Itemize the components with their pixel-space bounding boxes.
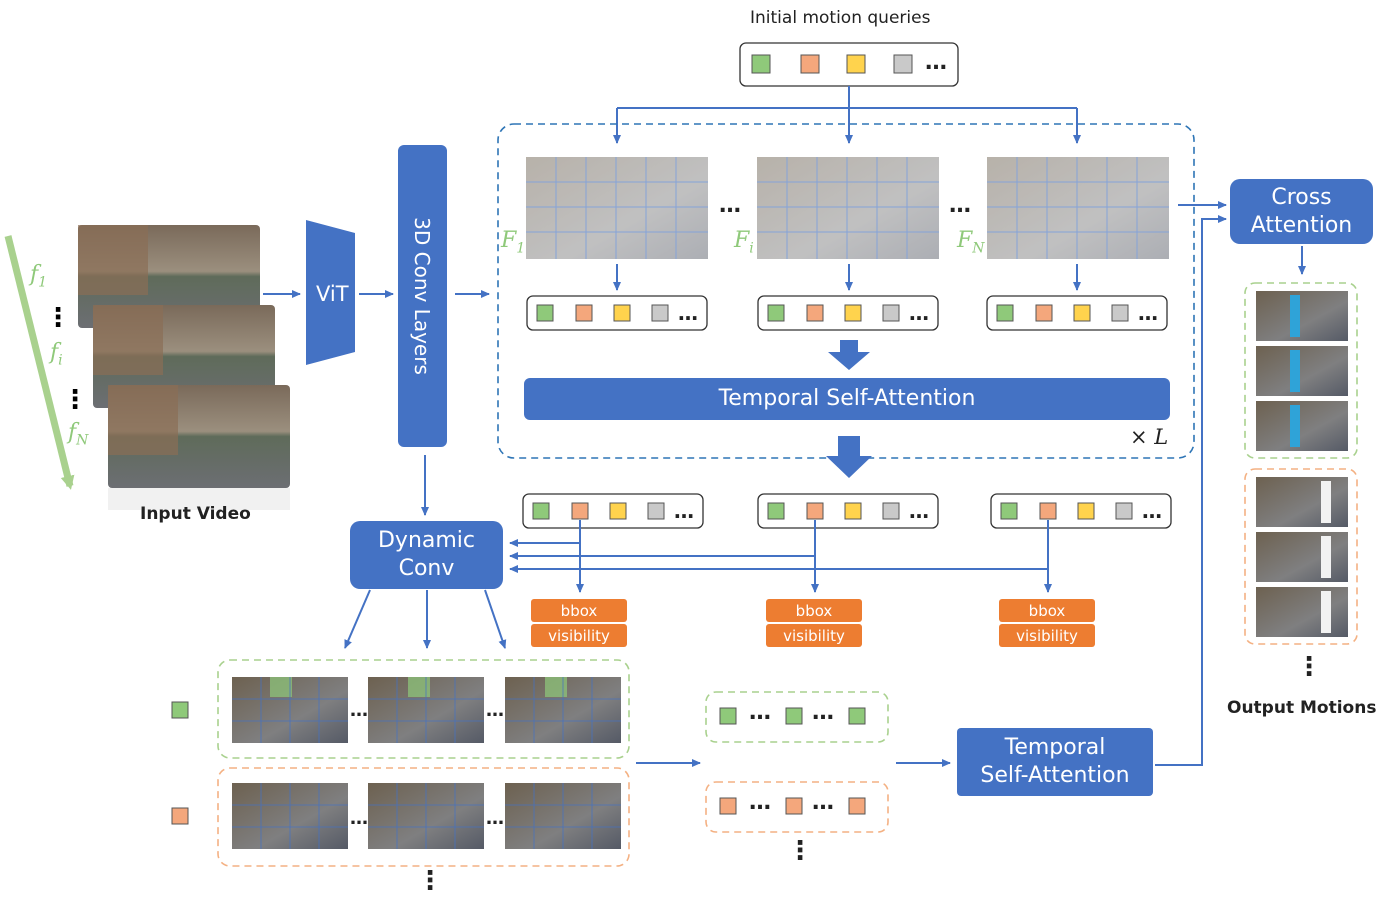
ellipsis: … [486,700,504,721]
ellipsis: … [719,193,741,218]
input-frame-label-n: fN [68,420,89,449]
ellipsis: … [909,301,929,325]
ellipsis: … [749,790,771,815]
ellipsis: … [674,499,694,523]
frame-queries-row-1 [526,295,1168,331]
temporal-self-attention-top: Temporal Self-Attention [524,378,1170,420]
initial-queries-label: Initial motion queries [750,8,931,28]
vit-block [306,220,355,365]
bbox-tag: bbox [766,599,862,622]
dots-2: ⋮ [62,385,88,415]
feature-frame-n [987,157,1169,259]
video-frame-icon [108,385,290,510]
output-motions-label: Output Motions [1227,698,1377,718]
green-motion-sequence [705,691,889,743]
query-token-icon [846,54,866,74]
ellipsis: … [350,700,368,721]
visibility-tag: visibility [999,624,1095,647]
repeat-label: × L [1130,425,1169,449]
dots-1: ⋮ [45,303,71,333]
video-frame-icon [78,225,260,328]
time-arrow-icon [4,235,75,490]
visibility-tag: visibility [766,624,862,647]
input-frame-label-i: fi [50,340,63,369]
vit-label: ViT [316,282,349,306]
input-frame-label-1: f1 [30,262,48,291]
query-token-icon [171,807,189,825]
orange-track-frames [232,783,621,849]
feature-label-n: FN [957,228,985,257]
ellipsis: … [678,301,698,325]
conv3d-block [398,145,447,447]
feature-label-i: Fi [734,228,754,257]
query-token-icon [893,54,913,74]
query-token-icon [171,701,189,719]
feature-frame-i [757,157,939,259]
green-track-group [217,659,630,759]
ellipsis: … [949,193,971,218]
ellipsis: … [486,808,504,829]
down-arrow-icon [828,340,870,370]
orange-output-group [1244,468,1358,645]
output-frames-green [1256,291,1348,451]
visibility-tag: visibility [531,624,627,647]
input-video-label: Input Video [140,504,251,524]
vertical-ellipsis: ⋮ [1296,652,1322,682]
orange-track-group [217,767,630,867]
query-token-icon [800,54,820,74]
cross-attention-box: Cross Attention [1230,179,1373,244]
video-frame-icon [93,305,275,408]
frame-queries-row-2 [522,493,1172,529]
ellipsis: … [749,700,771,725]
ellipsis: … [925,50,947,75]
ellipsis: … [350,808,368,829]
query-token-icon [751,54,771,74]
feature-frame-1 [526,157,708,259]
vertical-ellipsis: ⋮ [787,836,813,866]
ellipsis: … [812,790,834,815]
conv3d-label: 3D Conv Layers [410,217,434,375]
ellipsis: … [1138,301,1158,325]
input-video-stack: ⋮ ⋮ [4,225,290,510]
down-arrow-icon [826,436,872,478]
output-frames-orange [1256,477,1348,637]
ellipsis: … [1142,499,1162,523]
green-output-group [1244,282,1358,459]
dynamic-conv-box: Dynamic Conv [350,521,503,589]
ellipsis: … [812,700,834,725]
ellipsis: … [909,499,929,523]
bbox-tag: bbox [999,599,1095,622]
temporal-self-attention-bottom: Temporal Self-Attention [957,728,1153,796]
feature-label-1: F1 [501,228,526,257]
green-track-frames [232,677,621,743]
vertical-ellipsis: ⋮ [417,866,443,896]
orange-motion-sequence [705,781,889,833]
bbox-tag: bbox [531,599,627,622]
